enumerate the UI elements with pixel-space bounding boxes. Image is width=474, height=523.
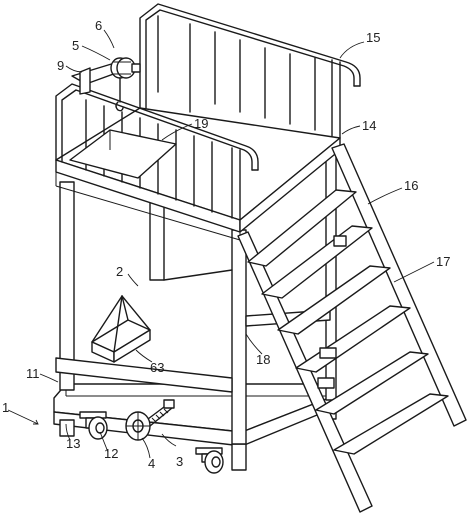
label-2: 2 xyxy=(116,264,123,279)
tower-posts xyxy=(59,149,337,445)
winch-assembly xyxy=(71,57,141,112)
adjustment-handwheel xyxy=(125,399,175,441)
label-14: 14 xyxy=(362,118,376,133)
label-1: 1 xyxy=(2,400,9,415)
label-12: 12 xyxy=(104,446,118,461)
label-17: 17 xyxy=(436,254,450,269)
hanging-basket xyxy=(91,295,151,363)
label-19: 19 xyxy=(194,116,208,131)
label-5: 5 xyxy=(72,38,79,53)
label-6: 6 xyxy=(95,18,102,33)
label-9: 9 xyxy=(57,58,64,73)
caster-wheel-right xyxy=(195,447,224,474)
caster-wheel-left xyxy=(79,411,108,440)
label-18: 18 xyxy=(256,352,270,367)
label-11: 11 xyxy=(26,366,40,381)
label-15: 15 xyxy=(366,30,380,45)
label-4: 4 xyxy=(148,456,155,471)
label-13: 13 xyxy=(66,436,80,451)
label-16: 16 xyxy=(404,178,418,193)
ladder xyxy=(237,143,467,513)
leader-lines xyxy=(7,29,435,459)
deck-hatch xyxy=(69,129,177,179)
label-63: 63 xyxy=(150,360,164,375)
part-labels: 1 2 3 4 5 6 9 11 12 13 14 15 16 17 18 19… xyxy=(2,18,450,471)
rear-guardrail xyxy=(139,3,361,139)
label-3: 3 xyxy=(176,454,183,469)
caster-wheels xyxy=(79,411,224,474)
